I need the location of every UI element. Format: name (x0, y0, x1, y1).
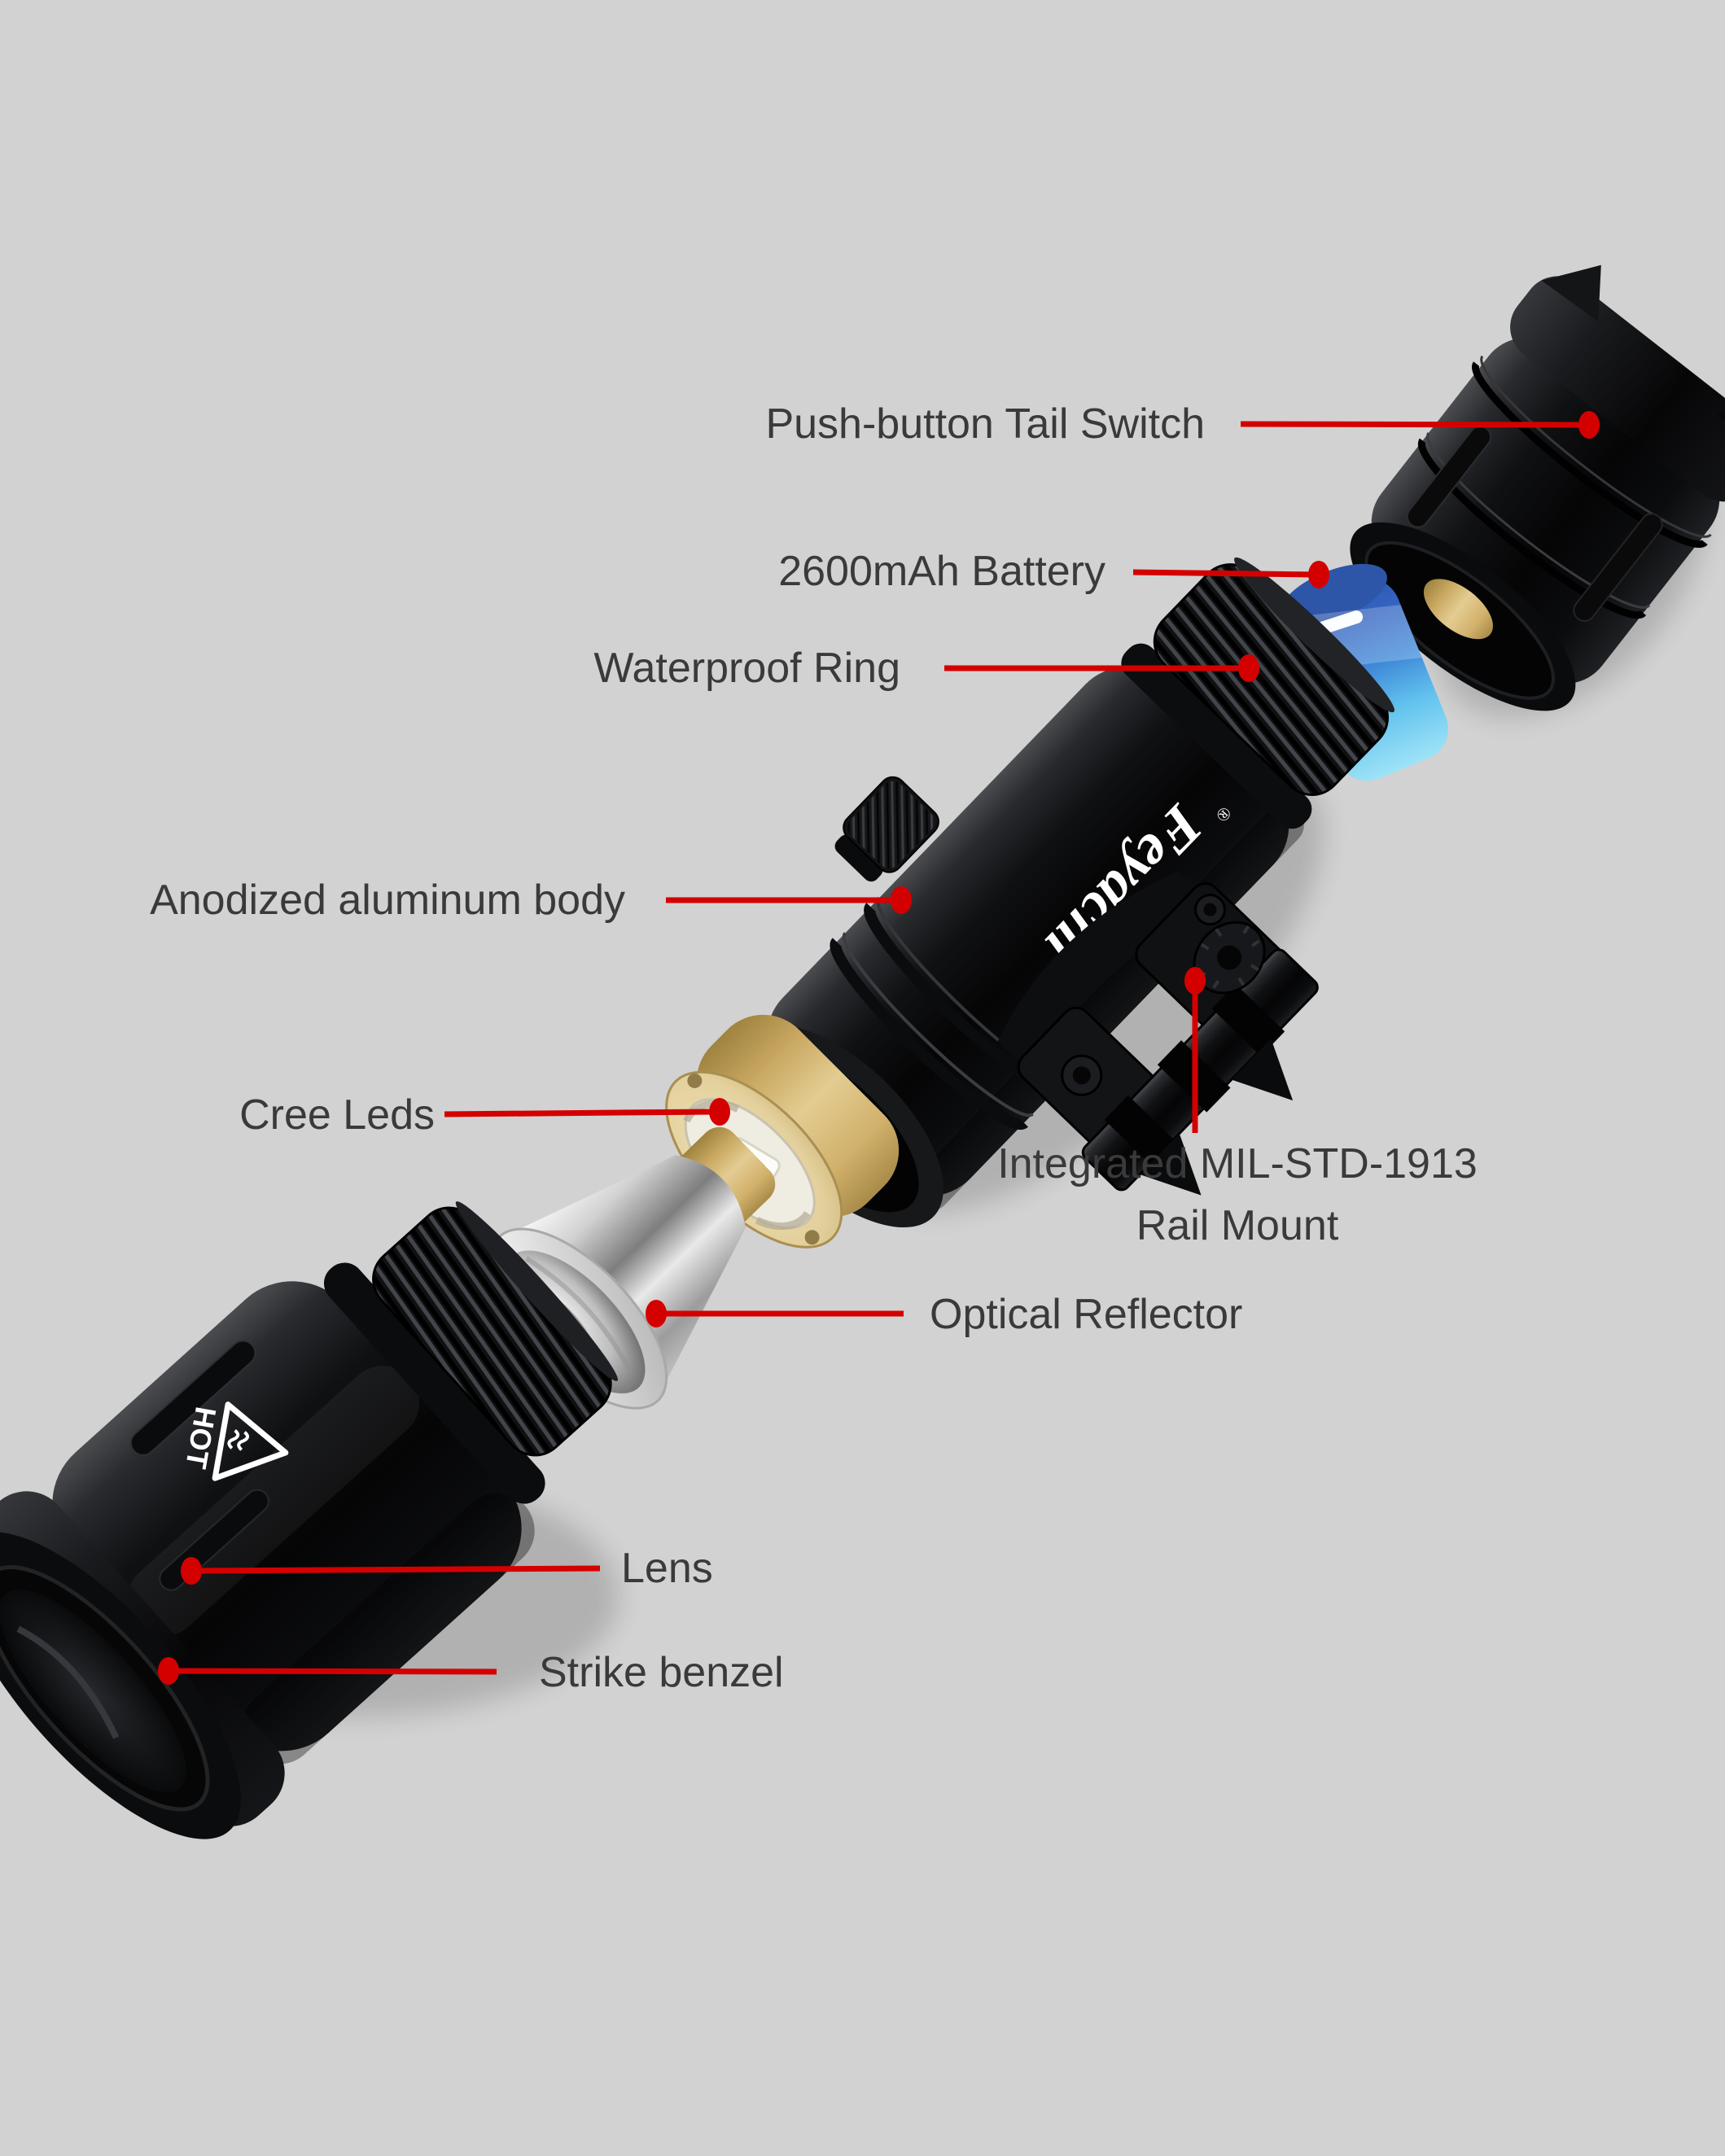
tail-grip-slot (1406, 425, 1492, 528)
optical-reflector-dot (646, 1300, 667, 1327)
label-rail-mount: Integrated MIL-STD-1913 Rail Mount (997, 1133, 1478, 1257)
cree-leds-leader-line (444, 1109, 716, 1117)
module-screw (804, 1230, 820, 1245)
reflector-cone (501, 1155, 746, 1400)
tail-switch-dot (1578, 411, 1600, 439)
lens-dot (181, 1557, 202, 1585)
battery-charge-indicator (1316, 610, 1364, 635)
strike-bezel-leader-line (172, 1668, 497, 1675)
strike-bezel-dot (158, 1657, 179, 1685)
tail-grip-slot (1573, 513, 1663, 622)
cross-bolt-thumb-nut (1193, 921, 1266, 995)
label-battery: 2600mAh Battery (778, 548, 1105, 595)
waterproof-dot (1238, 654, 1259, 682)
label-cree-leds: Cree Leds (239, 1091, 435, 1139)
cree-leds-dot (709, 1098, 730, 1126)
tail-switch-leader-line (1240, 421, 1587, 428)
module-screw (687, 1073, 703, 1088)
rail-mount-dot (1184, 967, 1206, 995)
rail-lug (1231, 1039, 1294, 1101)
label-tail-switch: Push-button Tail Switch (765, 400, 1205, 448)
hot-warning-icon: HOT (179, 1402, 289, 1481)
thumb-screw-knob (834, 776, 939, 882)
label-rail-mount-line2: Rail Mount (1136, 1202, 1339, 1249)
battery-dot (1308, 561, 1329, 588)
label-body: Anodized aluminum body (150, 877, 625, 924)
tail-cap (1350, 265, 1725, 711)
leader-lines (172, 421, 1587, 1675)
rail-lug (1140, 1133, 1202, 1196)
tail-gold-contact (1423, 579, 1493, 640)
head-bezel: HOT (0, 1201, 618, 1839)
label-strike-bezel: Strike benzel (539, 1649, 784, 1696)
label-rail-mount-line1: Integrated MIL-STD-1913 (997, 1140, 1478, 1187)
label-waterproof-ring: Waterproof Ring (593, 645, 900, 692)
head-groove (129, 1340, 256, 1456)
lens-leader-line (195, 1565, 601, 1574)
body-dot (891, 886, 912, 914)
battery-leader-line (1132, 569, 1316, 578)
leader-dots (158, 411, 1600, 1685)
label-optical-reflector: Optical Reflector (930, 1291, 1243, 1338)
crown-tip-top (1541, 265, 1601, 322)
label-lens: Lens (621, 1545, 713, 1592)
rail-mount (997, 871, 1319, 1196)
